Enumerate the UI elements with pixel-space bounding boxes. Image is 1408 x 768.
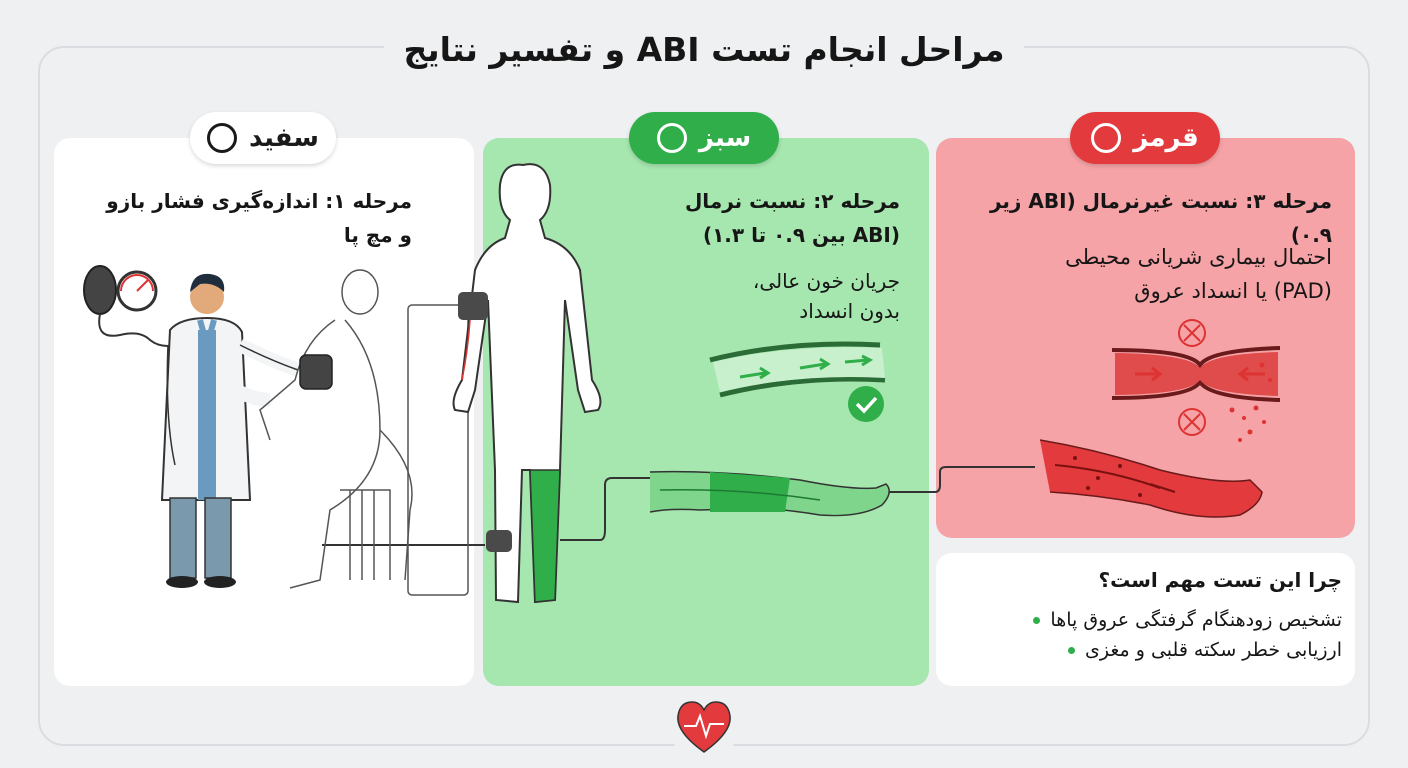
stage3-body-line1: احتمال بیماری شریانی محیطی [1065, 245, 1332, 269]
why-item-text: تشخیص زودهنگام گرفتگی عروق پاها [1050, 609, 1342, 631]
circle-icon [207, 123, 238, 153]
why-list: تشخیص زودهنگام گرفتگی عروق پاها ارزیابی … [960, 605, 1342, 665]
circle-icon [656, 123, 687, 153]
stage3-pill-label: قرمز [1133, 123, 1199, 153]
title-backdrop [384, 30, 1024, 80]
why-list-item: ارزیابی خطر سکته قلبی و مغزی [960, 635, 1342, 665]
stage3-body-line2: (PAD) یا انسداد عروق [1134, 279, 1332, 303]
stage1-heading: مرحله ۱: اندازه‌گیری فشار بازو و مچ پا [70, 184, 412, 252]
bullet-icon [1033, 616, 1041, 624]
stage2-pill: سبز [629, 112, 779, 164]
why-item-text: ارزیابی خطر سکته قلبی و مغزی [1085, 639, 1342, 661]
why-list-item: تشخیص زودهنگام گرفتگی عروق پاها [960, 605, 1342, 635]
stage2-heading-line2: (ABI بین ۰.۹ تا ۱.۳) [702, 223, 900, 247]
stage1-heading-line1: مرحله ۱: اندازه‌گیری فشار بازو [106, 189, 412, 213]
bullet-icon [1068, 646, 1075, 654]
stage3-pill: قرمز [1070, 112, 1220, 164]
why-title: چرا این تست مهم است؟ [1098, 568, 1342, 592]
stage3-heading: مرحله ۳: نسبت غیرنرمال (ABI زیر ۰.۹) [946, 184, 1332, 252]
why-panel [936, 553, 1355, 686]
stage2-heading: مرحله ۲: نسبت نرمال (ABI بین ۰.۹ تا ۱.۳) [600, 184, 900, 252]
page-title: مراحل انجام تست ABI و تفسیر نتایج [403, 30, 1005, 69]
stage1-pill-label: سفید [249, 123, 319, 153]
stage3-heading-line1: مرحله ۳: نسبت غیرنرمال (ABI زیر ۰.۹) [989, 189, 1332, 247]
stage3-body: احتمال بیماری شریانی محیطی (PAD) یا انسد… [990, 240, 1332, 308]
stage2-body: جریان خون عالی، بدون انسداد [700, 266, 900, 326]
stage1-pill: سفید [190, 112, 336, 164]
stage2-body-line1: جریان خون عالی، [752, 269, 900, 293]
stage2-heading-line1: مرحله ۲: نسبت نرمال [684, 189, 900, 213]
circle-icon [1091, 123, 1122, 153]
stage2-pill-label: سبز [698, 123, 752, 153]
stage2-body-line2: بدون انسداد [799, 299, 900, 323]
stage1-heading-line2: و مچ پا [343, 223, 412, 247]
